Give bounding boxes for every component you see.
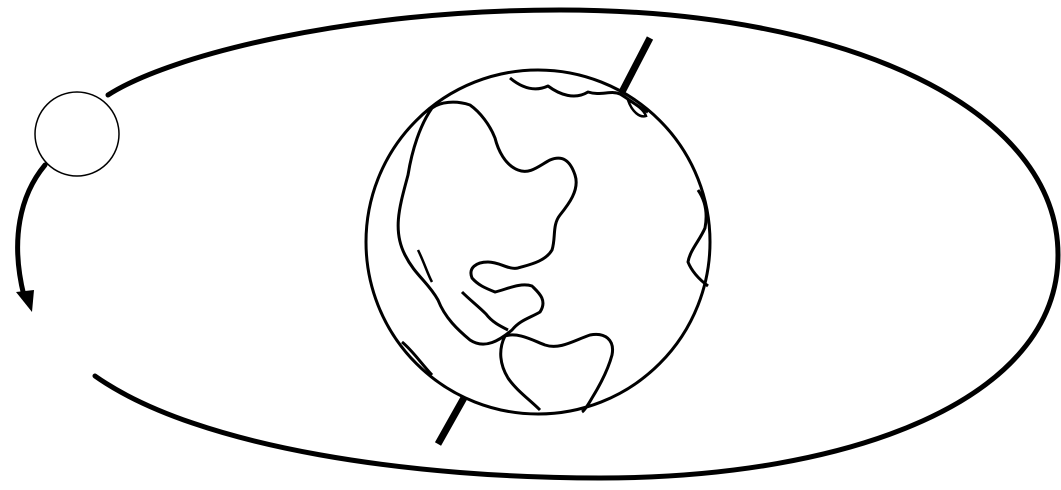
orbit-direction-arrow (16, 165, 45, 312)
moon-icon (35, 92, 119, 176)
earth-globe-icon (366, 70, 710, 414)
